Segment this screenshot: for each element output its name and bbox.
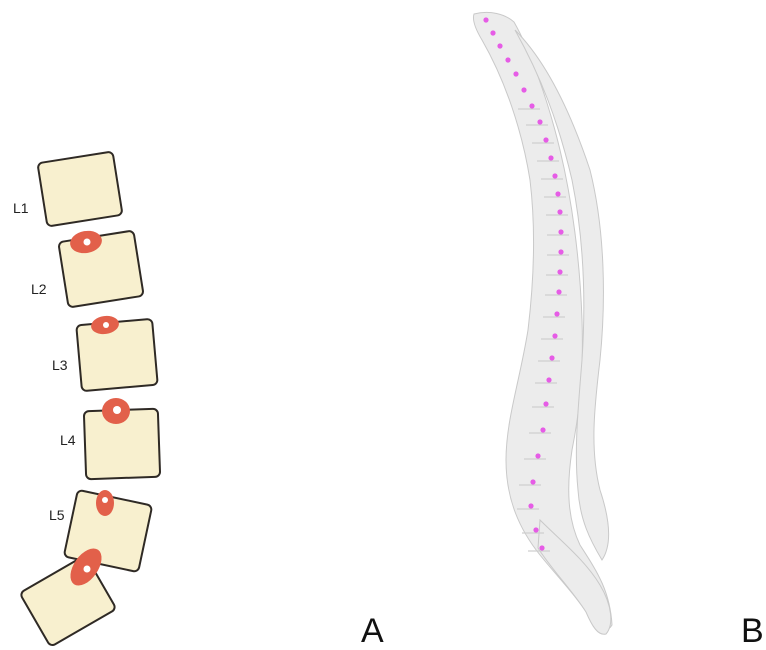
landmark-marker — [513, 71, 518, 76]
panel-a-lumbar-schematic: L1 L2 L3 L4 — [13, 151, 160, 646]
vertebra-l2: L2 — [31, 228, 144, 307]
vertebra-l3: L3 — [52, 314, 158, 391]
landmark-marker — [490, 30, 495, 35]
vertebra-l3-body — [76, 319, 157, 391]
vertebra-l3-label: L3 — [52, 357, 68, 373]
vertebra-l1-body — [37, 151, 122, 226]
landmark-marker — [555, 191, 560, 196]
landmark-marker — [558, 229, 563, 234]
landmark-marker — [483, 17, 488, 22]
vertebra-l2-label: L2 — [31, 281, 47, 297]
landmark-marker — [557, 209, 562, 214]
landmark-marker — [558, 249, 563, 254]
landmark-marker — [530, 479, 535, 484]
vertebra-l1: L1 — [13, 151, 123, 226]
landmark-marker — [543, 401, 548, 406]
landmark-marker — [537, 119, 542, 124]
landmark-marker — [497, 43, 502, 48]
landmark-marker — [556, 289, 561, 294]
landmark-marker — [539, 545, 544, 550]
landmark-marker — [543, 137, 548, 142]
landmark-marker — [528, 503, 533, 508]
landmark-marker — [548, 155, 553, 160]
vertebra-l5-label: L5 — [49, 507, 65, 523]
landmark-marker — [552, 333, 557, 338]
landmark-marker — [552, 173, 557, 178]
landmark-marker — [505, 57, 510, 62]
landmark-marker — [557, 269, 562, 274]
lesion-marker — [102, 398, 130, 424]
landmark-marker — [535, 453, 540, 458]
landmark-marker — [533, 527, 538, 532]
landmark-marker — [529, 103, 534, 108]
lesion-marker — [96, 490, 114, 516]
landmark-marker — [549, 355, 554, 360]
vertebra-sacral-body — [20, 555, 117, 647]
panel-b-3d-spine — [473, 12, 612, 634]
landmark-marker — [546, 377, 551, 382]
vertebra-l4-label: L4 — [60, 432, 76, 448]
landmark-marker — [521, 87, 526, 92]
vertebra-l1-label: L1 — [13, 200, 29, 216]
panel-label-b: B — [741, 614, 764, 648]
vertebra-l4: L4 — [60, 398, 160, 479]
landmark-marker — [554, 311, 559, 316]
landmark-marker — [540, 427, 545, 432]
panel-label-a: A — [361, 614, 384, 648]
